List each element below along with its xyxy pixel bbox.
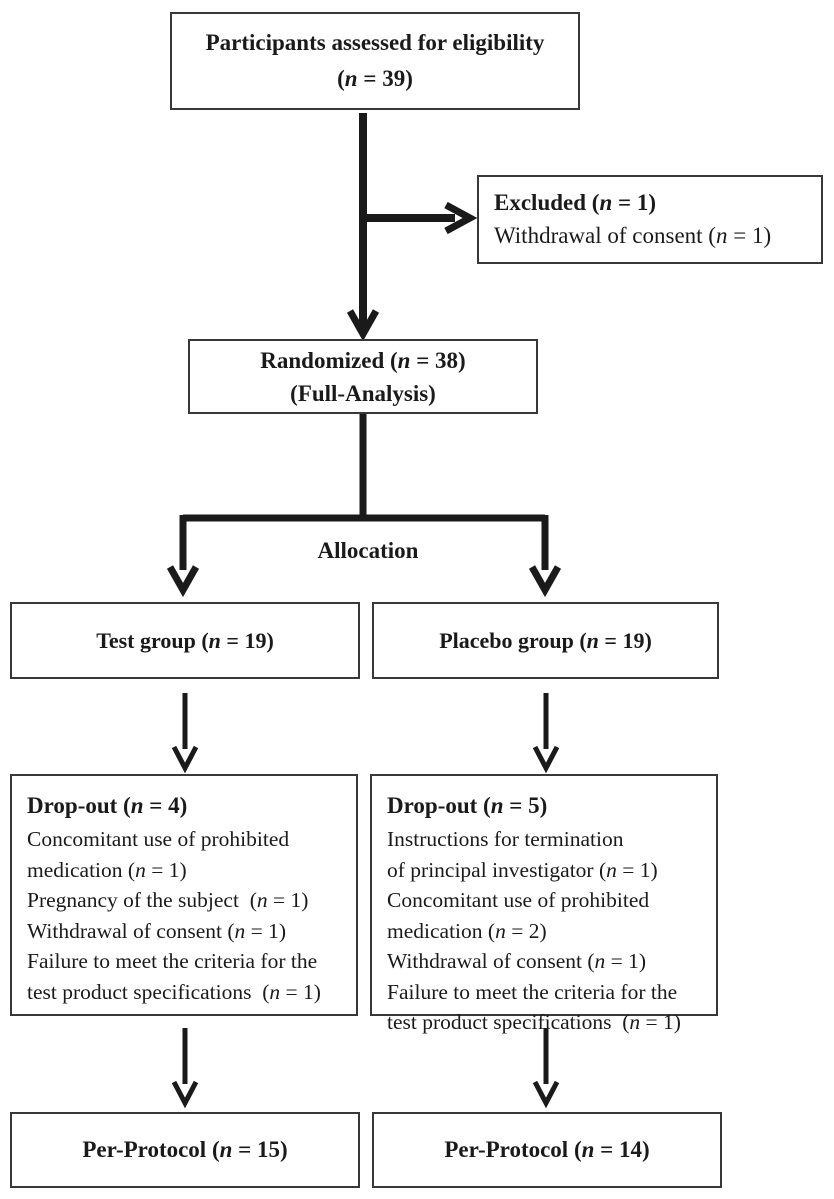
arrow-branch-to-excluded bbox=[363, 201, 478, 235]
dropout-placebo-title: Drop-out (n = 5) bbox=[387, 793, 548, 818]
connector-randomized-split bbox=[183, 414, 545, 522]
box-excluded: Excluded (n = 1) Withdrawal of consent (… bbox=[477, 175, 823, 264]
arrow-dropout-to-per-protocol-placebo bbox=[532, 1028, 560, 1109]
arrow-allocation-to-placebo-group bbox=[528, 515, 562, 598]
box-test-group: Test group (n = 19) bbox=[10, 602, 360, 679]
dropout-reason: Pregnancy of the subject (n = 1) bbox=[27, 888, 309, 912]
dropout-reason: Concomitant use of prohibited medication… bbox=[27, 827, 290, 882]
dropout-reason: Withdrawal of consent (n = 1) bbox=[387, 949, 647, 973]
dropout-reason: Concomitant use of prohibited medication… bbox=[387, 888, 650, 943]
arrow-test-group-to-dropout bbox=[171, 693, 199, 774]
box-dropout-test: Drop-out (n = 4) Concomitant use of proh… bbox=[10, 774, 358, 1016]
dropout-test-title: Drop-out (n = 4) bbox=[27, 793, 188, 818]
per-protocol-test-label: Per-Protocol (n = 15) bbox=[82, 1137, 288, 1162]
randomized-subtext: (Full-Analysis) bbox=[290, 380, 436, 406]
arrow-dropout-to-per-protocol-test bbox=[171, 1028, 199, 1109]
dropout-reason: Withdrawal of consent (n = 1) bbox=[27, 918, 287, 943]
test-group-label: Test group (n = 19) bbox=[96, 627, 274, 653]
arrow-allocation-to-test-group bbox=[166, 515, 200, 598]
placebo-group-label: Placebo group (n = 19) bbox=[439, 627, 652, 653]
arrow-eligibility-to-randomized bbox=[346, 113, 380, 342]
eligibility-text: Participants assessed for eligibility bbox=[205, 30, 545, 55]
arrow-placebo-group-to-dropout bbox=[532, 693, 560, 774]
box-randomized: Randomized (n = 38) (Full-Analysis) bbox=[188, 339, 538, 414]
box-dropout-placebo: Drop-out (n = 5) Instructions for termin… bbox=[370, 774, 718, 1034]
per-protocol-placebo-label: Per-Protocol (n = 14) bbox=[444, 1137, 650, 1162]
box-per-protocol-test: Per-Protocol (n = 15) bbox=[10, 1112, 360, 1188]
allocation-label: Allocation bbox=[317, 538, 419, 563]
eligibility-count: (n = 39) bbox=[337, 66, 413, 91]
excluded-reason: Withdrawal of consent (n = 1) bbox=[494, 223, 772, 248]
dropout-reason: Failure to meet the criteria for the tes… bbox=[27, 949, 321, 1004]
dropout-reason: Failure to meet the criteria for the tes… bbox=[387, 979, 681, 1035]
box-placebo-group: Placebo group (n = 19) bbox=[372, 602, 719, 679]
box-per-protocol-placebo: Per-Protocol (n = 14) bbox=[372, 1112, 722, 1188]
excluded-title: Excluded (n = 1) bbox=[494, 190, 656, 215]
randomized-text: Randomized (n = 38) bbox=[260, 347, 466, 373]
box-eligibility: Participants assessed for eligibility (n… bbox=[170, 12, 580, 110]
dropout-reason: Instructions for termination of principa… bbox=[387, 827, 658, 882]
